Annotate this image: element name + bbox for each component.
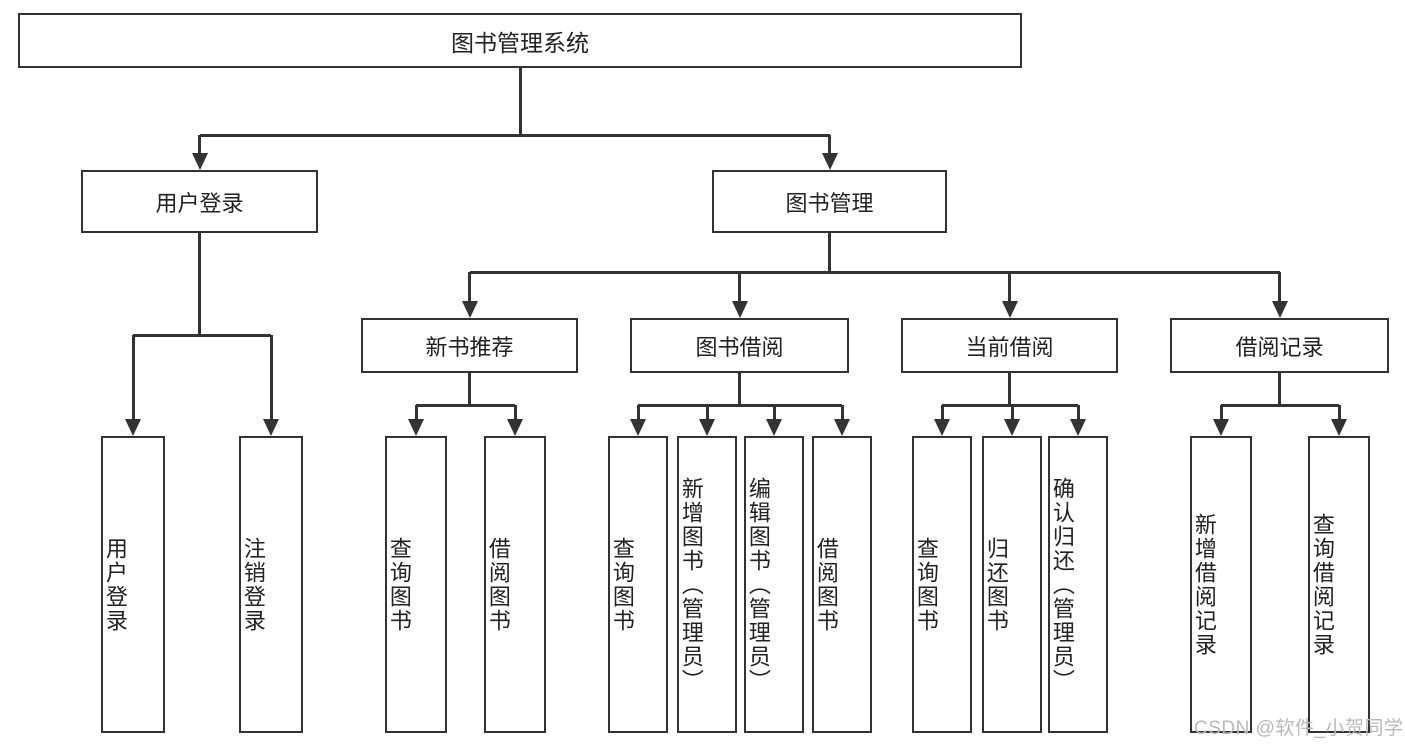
arrowhead-icon bbox=[507, 419, 523, 436]
arrowhead-icon bbox=[766, 419, 782, 436]
arrowhead-icon bbox=[699, 419, 715, 436]
connector-bus-leaf bbox=[133, 333, 271, 337]
node-label: 注销登录 bbox=[240, 536, 266, 633]
node-label: 用户登录 bbox=[102, 536, 128, 633]
node-leaf-5[interactable]: 新增图书（管理员） bbox=[677, 436, 737, 733]
watermark-label: CSDN @软件_小贺同学 bbox=[1194, 718, 1404, 739]
arrowhead-icon bbox=[1004, 419, 1020, 436]
connector-vertical bbox=[636, 405, 640, 419]
connector-vertical bbox=[940, 405, 944, 419]
node-label: 图书借阅 bbox=[695, 334, 784, 360]
connector-leaf-stem bbox=[1278, 373, 1281, 405]
node-leaf-6[interactable]: 编辑图书（管理员） bbox=[744, 436, 804, 733]
arrowhead-icon bbox=[1001, 301, 1018, 318]
connector-vertical bbox=[1010, 405, 1014, 419]
connector-bus-level3 bbox=[469, 270, 1280, 274]
connector-vertical bbox=[828, 135, 831, 153]
connector-vertical bbox=[705, 405, 709, 419]
connector-root-stem bbox=[518, 68, 522, 135]
node-level3-3[interactable]: 借阅记录 bbox=[1170, 318, 1389, 373]
arrowhead-icon bbox=[1331, 419, 1347, 436]
arrowhead-icon bbox=[1070, 419, 1086, 436]
node-level3-0[interactable]: 新书推荐 bbox=[361, 318, 578, 373]
arrowhead-icon bbox=[461, 301, 478, 318]
arrowhead-icon bbox=[191, 153, 208, 170]
node-label: 查询图书 bbox=[386, 536, 412, 633]
connector-leaf-stem bbox=[1008, 373, 1011, 405]
connector-vertical bbox=[131, 335, 135, 419]
connector-vertical bbox=[513, 405, 517, 419]
arrowhead-icon bbox=[125, 419, 141, 436]
node-label: 查询图书 bbox=[609, 536, 635, 633]
node-level2-1[interactable]: 图书管理 bbox=[712, 170, 947, 233]
connector-vertical bbox=[1076, 405, 1080, 419]
arrowhead-icon bbox=[934, 419, 950, 436]
node-leaf-12[interactable]: 查询借阅记录 bbox=[1308, 436, 1370, 733]
connector-bus-leaf bbox=[638, 403, 842, 407]
node-label: 新增借阅记录 bbox=[1191, 512, 1217, 657]
connector-vertical bbox=[468, 272, 471, 301]
node-leaf-9[interactable]: 归还图书 bbox=[982, 436, 1042, 733]
connector-vertical bbox=[269, 335, 273, 419]
node-label: 借阅记录 bbox=[1235, 334, 1324, 360]
node-label: 图书管理 bbox=[785, 190, 874, 216]
node-label: 当前借阅 bbox=[965, 334, 1054, 360]
arrowhead-icon bbox=[1271, 301, 1288, 318]
node-leaf-2[interactable]: 查询图书 bbox=[385, 436, 447, 733]
node-level2-0[interactable]: 用户登录 bbox=[81, 170, 318, 233]
connector-vertical bbox=[1219, 405, 1223, 419]
connector-bus-level2 bbox=[199, 133, 830, 137]
node-label: 新增图书（管理员） bbox=[678, 476, 704, 693]
node-leaf-7[interactable]: 借阅图书 bbox=[812, 436, 872, 733]
node-label: 借阅图书 bbox=[813, 536, 839, 633]
arrowhead-icon bbox=[1213, 419, 1229, 436]
node-root[interactable]: 图书管理系统 bbox=[18, 13, 1022, 68]
node-leaf-4[interactable]: 查询图书 bbox=[608, 436, 668, 733]
arrowhead-icon bbox=[263, 419, 279, 436]
node-label: 图书管理系统 bbox=[451, 29, 589, 56]
connector-vertical bbox=[1008, 272, 1011, 301]
node-level3-2[interactable]: 当前借阅 bbox=[901, 318, 1118, 373]
node-leaf-10[interactable]: 确认归还（管理员） bbox=[1048, 436, 1108, 733]
node-level3-1[interactable]: 图书借阅 bbox=[630, 318, 849, 373]
node-label: 编辑图书（管理员） bbox=[745, 476, 771, 693]
node-leaf-1[interactable]: 注销登录 bbox=[239, 436, 303, 733]
node-label: 用户登录 bbox=[155, 190, 244, 216]
arrowhead-icon bbox=[408, 419, 424, 436]
node-leaf-3[interactable]: 借阅图书 bbox=[484, 436, 546, 733]
node-label: 确认归还（管理员） bbox=[1049, 476, 1075, 693]
connector-bus-leaf bbox=[416, 403, 515, 407]
connector-level3-stem bbox=[828, 233, 831, 272]
node-leaf-11[interactable]: 新增借阅记录 bbox=[1190, 436, 1252, 733]
node-label: 借阅图书 bbox=[485, 536, 511, 633]
connector-vertical bbox=[738, 272, 741, 301]
node-label: 查询图书 bbox=[913, 536, 939, 633]
node-leaf-0[interactable]: 用户登录 bbox=[101, 436, 165, 733]
connector-vertical bbox=[1337, 405, 1341, 419]
connector-vertical bbox=[1278, 272, 1281, 301]
connector-bus-leaf bbox=[942, 403, 1078, 407]
connector-vertical bbox=[840, 405, 844, 419]
arrowhead-icon bbox=[731, 301, 748, 318]
connector-vertical bbox=[198, 135, 201, 153]
node-label: 归还图书 bbox=[983, 536, 1009, 633]
arrowhead-icon bbox=[630, 419, 646, 436]
arrowhead-icon bbox=[821, 153, 838, 170]
connector-leaf-stem bbox=[468, 373, 471, 405]
connector-vertical bbox=[772, 405, 776, 419]
connector-vertical bbox=[414, 405, 418, 419]
node-label: 查询借阅记录 bbox=[1309, 512, 1335, 657]
connector-bus-leaf bbox=[1221, 403, 1339, 407]
connector-leaf-stem bbox=[738, 373, 741, 405]
connector-leaf-stem bbox=[198, 233, 201, 335]
node-label: 新书推荐 bbox=[425, 334, 514, 360]
arrowhead-icon bbox=[834, 419, 850, 436]
node-leaf-8[interactable]: 查询图书 bbox=[912, 436, 972, 733]
